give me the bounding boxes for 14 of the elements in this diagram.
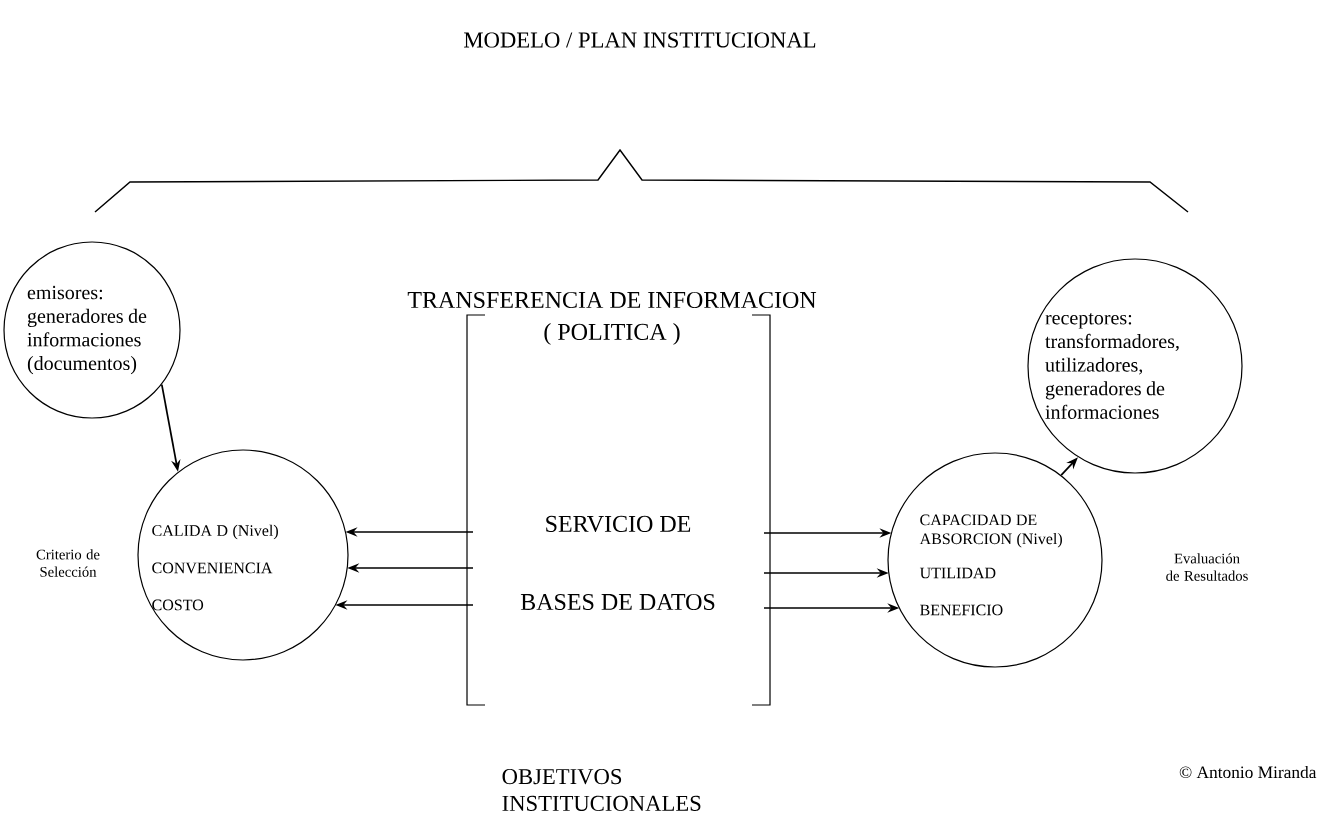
label-text: ( POLITICA ): [544, 323, 680, 345]
circle: [887, 452, 1103, 668]
circle: [137, 449, 349, 661]
item-text: UTILIDAD: [919, 567, 996, 579]
label-text: OBJETIVOS INSTITUCIONALES: [502, 768, 701, 811]
item-text: CAPACIDAD DE ABSORCION (Nivel): [919, 514, 1062, 548]
item-text: CONVENIENCIA: [152, 562, 273, 574]
label-text: Evaluación de Resultados: [1166, 553, 1248, 581]
item-text: BENEFICIO: [920, 604, 1003, 616]
item-text: COSTO: [152, 599, 204, 611]
label-text: © Antonio Miranda: [1179, 765, 1317, 779]
title: MODELO / PLAN INSTITUCIONAL: [464, 32, 816, 48]
item-text: CALIDA D (Nivel): [152, 524, 278, 540]
label-text: Criterio de Selección: [36, 549, 100, 577]
